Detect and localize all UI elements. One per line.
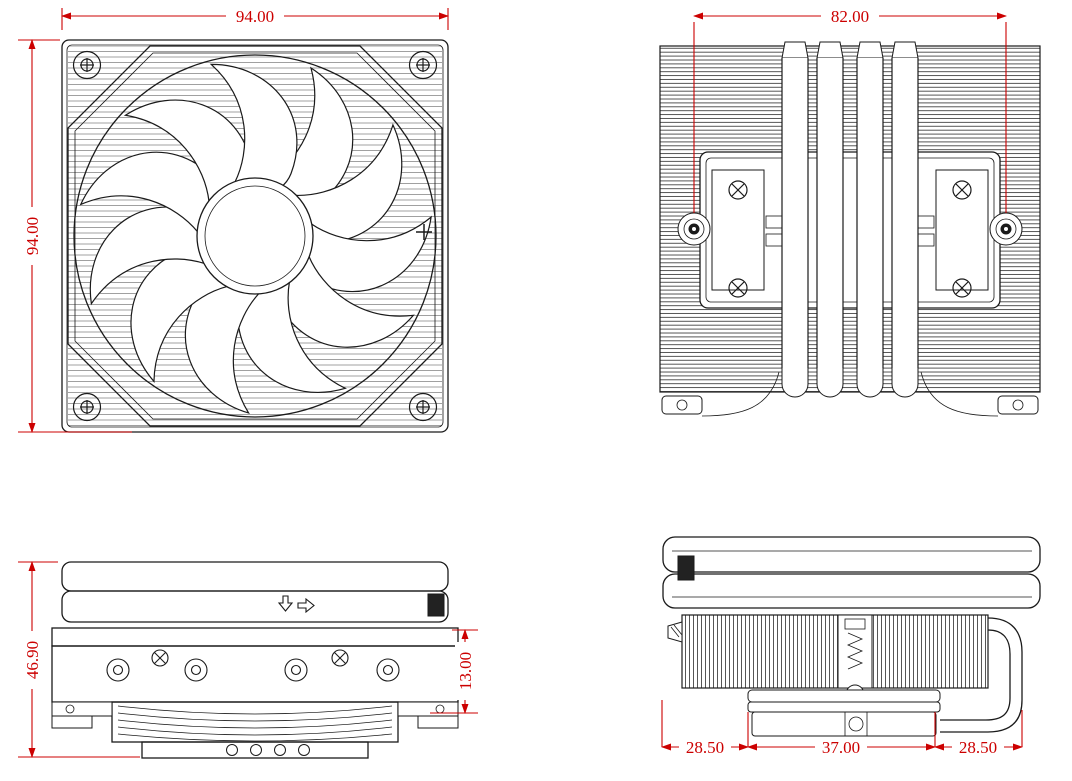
mounting-plate	[699, 151, 1001, 309]
dim-label-base-width: 37.00	[822, 738, 860, 757]
base-block	[751, 711, 937, 737]
mount-tab-left	[51, 701, 113, 717]
body-screw	[151, 649, 169, 667]
base-plate	[141, 741, 369, 759]
fan-hub	[196, 177, 314, 295]
dim-fan-height: 94.00	[18, 39, 132, 433]
fan-corner-screws	[72, 50, 438, 422]
heatsink-top-plate	[51, 627, 459, 647]
bracket-left	[711, 169, 765, 291]
dim-total-height: 46.90	[18, 561, 140, 758]
dim-label-fan-width: 94.00	[236, 7, 274, 26]
fan-opening-circle	[73, 54, 437, 418]
side-view: 46.90 13.00	[18, 561, 478, 759]
fan-profile-bottom	[662, 573, 1041, 609]
fan-cable-block	[677, 555, 695, 581]
base-assembly	[747, 689, 941, 737]
fan-top-view: 94.00 94.00	[18, 6, 450, 433]
mounting-hole-left	[677, 212, 711, 246]
spring-screw-left	[667, 621, 683, 643]
side-drawing	[51, 561, 459, 759]
dim-label-fin-height: 13.00	[456, 652, 475, 690]
dim-label-total-height: 46.90	[23, 641, 42, 679]
base-assembly	[51, 701, 459, 759]
dim-bottom-row: 28.50 37.00 28.50	[661, 700, 1023, 757]
fan-profile-top	[662, 536, 1041, 573]
mounting-hole-right	[989, 212, 1023, 246]
heatpipe-bend	[816, 368, 844, 398]
plate-screws	[728, 180, 972, 298]
heatpipe-side	[940, 617, 1023, 733]
dim-fin-height: 13.00	[430, 629, 478, 714]
dim-label-fan-height: 94.00	[23, 217, 42, 255]
heatsink-body	[51, 645, 459, 703]
body-screw	[331, 649, 349, 667]
profile-drawing	[662, 536, 1041, 737]
fan-inner-frame	[66, 44, 444, 428]
heatpipe-bend	[891, 368, 919, 398]
heatsink-bottom-view: 82.00	[659, 6, 1041, 417]
bracket-right	[935, 169, 989, 291]
dim-label-hole-spacing: 82.00	[831, 7, 869, 26]
fan-profile-bottom	[61, 590, 449, 623]
heatpipe-bend	[781, 368, 809, 398]
fan-cable-block	[427, 593, 445, 617]
fan-outer-frame	[61, 39, 449, 433]
heatpipes	[701, 58, 999, 417]
dim-hole-spacing: 82.00	[693, 6, 1007, 213]
dim-label-right-offset: 28.50	[959, 738, 997, 757]
frame-screw-mark	[416, 224, 432, 240]
fan-octagon-frame	[67, 45, 443, 427]
airflow-arrows-icon	[277, 595, 315, 614]
heatsink-drawing	[659, 41, 1041, 417]
fan-drawing	[61, 39, 450, 433]
fin-stack	[681, 614, 989, 689]
corner-tabs	[661, 395, 1039, 415]
dim-fan-width: 94.00	[61, 6, 449, 30]
profile-view: 28.50 37.00 28.50	[661, 536, 1041, 757]
heatpipe-caps	[781, 41, 919, 59]
heatpipe-bend	[856, 368, 884, 398]
mount-tab-right	[397, 701, 459, 717]
fan-profile-top	[61, 561, 449, 592]
dim-label-left-offset: 28.50	[686, 738, 724, 757]
body-holes	[106, 649, 400, 682]
